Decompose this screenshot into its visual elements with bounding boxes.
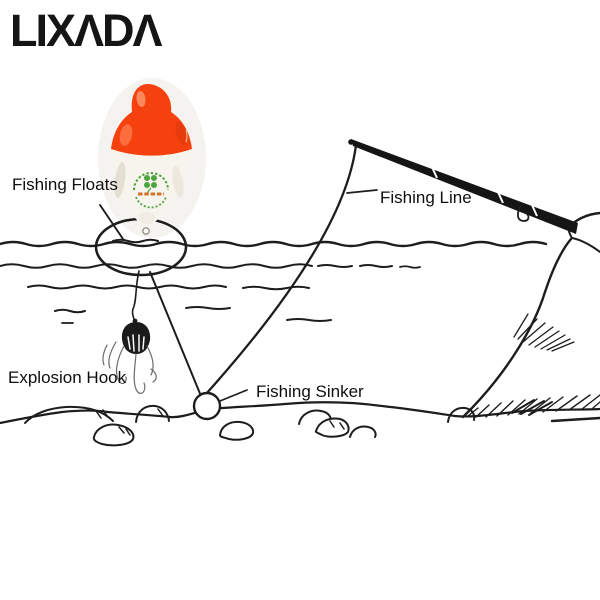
bank-and-boulder (461, 211, 600, 419)
sinker-drawing (192, 391, 222, 421)
spring-bait-cage (121, 322, 151, 354)
grass-strokes-dark (511, 399, 553, 416)
water-wave-line (0, 263, 313, 269)
float-brand-stamp (133, 172, 169, 209)
fishing-float-photo (111, 84, 192, 235)
body-shade (172, 166, 184, 198)
cap-marking (185, 129, 188, 143)
clover-icon (144, 175, 157, 188)
lixada-brand-logo: LIXΛDΛ (10, 5, 163, 56)
rock (219, 420, 255, 441)
water-wave-dash (286, 318, 332, 322)
fishing-rod (348, 139, 578, 234)
grass-hatching (467, 313, 600, 418)
grass-strokes (467, 394, 600, 418)
floats-leader-line (99, 204, 124, 240)
rod-segment-gaps (431, 166, 538, 217)
rock (24, 405, 114, 424)
seabed (0, 211, 600, 447)
label-fishing-line: Fishing Line (380, 188, 472, 207)
rocks (24, 404, 476, 447)
rod-line-guide (517, 205, 530, 222)
cap-shadow (175, 121, 187, 145)
cap-highlight (119, 124, 133, 146)
rock-hatch-ticks (95, 408, 345, 436)
boulder-front-line (567, 227, 600, 253)
seabed-edge-line (550, 416, 600, 423)
water-wave-dash (399, 265, 421, 269)
water-lines (0, 238, 548, 324)
rock (92, 423, 135, 447)
stamp-arc-text (133, 172, 169, 209)
float-to-sinker-line (149, 271, 202, 397)
sinker-leader-line (219, 389, 248, 402)
water-wave-line (27, 284, 227, 290)
water-wave-line (112, 238, 159, 244)
explosion-hook-drawing (102, 318, 157, 395)
body-shade (114, 162, 126, 198)
rod-tip (348, 139, 354, 145)
slope-grass-tuft (513, 313, 575, 352)
line-leader-line (346, 189, 378, 194)
water-wave-dash (317, 264, 353, 268)
rock (349, 425, 377, 438)
leader-lines (99, 189, 378, 402)
water-wave-dash (359, 264, 393, 268)
body-shade (139, 212, 155, 224)
float-bottom-eyelet (142, 227, 150, 235)
label-fishing-sinker: Fishing Sinker (256, 382, 364, 401)
rod-blank (351, 139, 578, 234)
water-surface-line (0, 240, 548, 248)
water-wave-dash (54, 308, 86, 314)
float-white-body (111, 149, 192, 228)
cage-coil-stripes (127, 334, 145, 352)
fishing-sinker-ball (192, 391, 222, 421)
water-wave-dash (185, 306, 231, 310)
rock (447, 406, 476, 423)
cap-highlight (136, 91, 146, 107)
bank-slope-line (461, 237, 573, 419)
label-fishing-floats: Fishing Floats (12, 175, 118, 194)
dangling-hooks (102, 341, 157, 395)
label-explosion-hook: Explosion Hook (8, 368, 127, 387)
hook-drop-line (131, 270, 140, 323)
fishing-line-main (204, 143, 358, 396)
rig-lines (131, 143, 358, 397)
water-wave-dash (242, 285, 310, 291)
